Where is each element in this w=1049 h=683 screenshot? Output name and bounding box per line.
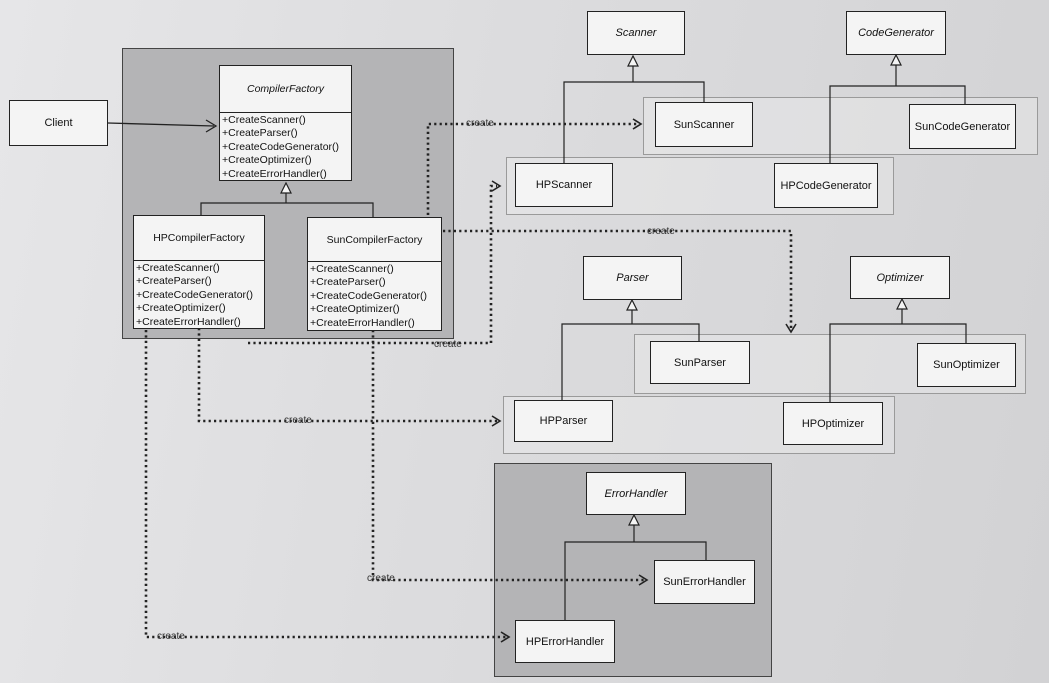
compiler-factory-name: CompilerFactory (220, 66, 351, 113)
optimizer-name: Optimizer (876, 271, 924, 284)
client-association (107, 119, 218, 133)
hp-error-handler-class[interactable]: HPErrorHandler (515, 620, 615, 663)
operation: +CreateErrorHandler() (310, 316, 415, 329)
hp-code-generator-name: HPCodeGenerator (780, 179, 872, 192)
operation: +CreateErrorHandler() (222, 167, 327, 180)
parser-class[interactable]: Parser (583, 256, 682, 300)
operation: +CreateOptimizer() (136, 302, 226, 315)
operation: +CreateParser() (310, 276, 386, 289)
hp-parser-class[interactable]: HPParser (514, 400, 613, 442)
hp-parser-name: HPParser (539, 415, 588, 427)
operation: +CreateErrorHandler() (136, 315, 241, 328)
hp-code-generator-class[interactable]: HPCodeGenerator (774, 163, 878, 208)
parser-inheritance (561, 298, 700, 400)
code-generator-class[interactable]: CodeGenerator (846, 11, 946, 55)
factory-inheritance (200, 181, 374, 218)
create-arrowheads (491, 118, 797, 643)
create-label-hp-parser: create (284, 415, 312, 426)
hp-error-handler-name: HPErrorHandler (525, 635, 605, 648)
sun-compiler-factory-class[interactable]: SunCompilerFactory +CreateScanner() +Cre… (307, 217, 442, 331)
operation: +CreateScanner() (310, 263, 394, 275)
hp-compiler-factory-operations: +CreateScanner() +CreateParser() +Create… (134, 261, 264, 330)
compiler-factory-operations: +CreateScanner() +CreateParser() +Create… (220, 113, 351, 182)
operation: +CreateCodeGenerator() (310, 289, 428, 302)
sun-code-generator-class[interactable]: SunCodeGenerator (909, 104, 1016, 149)
errorhandler-inheritance (564, 513, 707, 621)
scanner-name: Scanner (615, 27, 657, 39)
hp-scanner-name: HPScanner (535, 179, 593, 191)
operation: +CreateOptimizer() (310, 303, 400, 316)
operation: +CreateCodeGenerator() (222, 140, 340, 153)
create-dependencies (144, 122, 793, 639)
sun-scanner-name: SunScanner (673, 118, 735, 131)
operation: +CreateParser() (222, 127, 298, 140)
hp-scanner-class[interactable]: HPScanner (515, 163, 613, 207)
operation: +CreateOptimizer() (222, 154, 312, 167)
sun-parser-class[interactable]: SunParser (650, 341, 750, 384)
code-generator-name: CodeGenerator (858, 27, 934, 39)
client-box[interactable]: Client (9, 100, 108, 146)
optimizer-inheritance (829, 297, 967, 403)
sun-error-handler-name: SunErrorHandler (663, 576, 746, 588)
sun-compiler-factory-operations: +CreateScanner() +CreateParser() +Create… (308, 262, 441, 331)
hp-optimizer-class[interactable]: HPOptimizer (783, 402, 883, 445)
sun-error-handler-class[interactable]: SunErrorHandler (654, 560, 755, 604)
optimizer-class[interactable]: Optimizer (850, 256, 950, 299)
error-handler-class[interactable]: ErrorHandler (586, 472, 686, 515)
operation: +CreateScanner() (222, 114, 306, 126)
operation: +CreateCodeGenerator() (136, 288, 254, 301)
codegen-inheritance (829, 53, 966, 163)
create-label-hp-scanner: create (434, 339, 462, 350)
sun-code-generator-name: SunCodeGenerator (914, 120, 1011, 133)
hp-optimizer-name: HPOptimizer (801, 417, 865, 430)
sun-optimizer-class[interactable]: SunOptimizer (917, 343, 1016, 387)
hp-compiler-factory-name: HPCompilerFactory (134, 216, 264, 261)
create-label-sun-scanner: create (466, 118, 494, 129)
create-label-hp-error-handler: create (157, 631, 185, 642)
scanner-class[interactable]: Scanner (587, 11, 685, 55)
error-handler-name: ErrorHandler (604, 487, 668, 500)
sun-scanner-class[interactable]: SunScanner (655, 102, 753, 147)
create-label-sun-parser: create (647, 226, 675, 237)
compiler-factory-class[interactable]: CompilerFactory +CreateScanner() +Create… (219, 65, 352, 181)
create-label-sun-error-handler: create (367, 573, 395, 584)
operation: +CreateParser() (136, 275, 212, 288)
sun-optimizer-name: SunOptimizer (933, 359, 1000, 371)
operation: +CreateScanner() (136, 262, 220, 274)
sun-parser-name: SunParser (674, 356, 726, 369)
hp-compiler-factory-class[interactable]: HPCompilerFactory +CreateScanner() +Crea… (133, 215, 265, 329)
sun-compiler-factory-name: SunCompilerFactory (308, 218, 441, 262)
parser-name: Parser (616, 272, 649, 284)
client-label: Client (44, 117, 73, 129)
